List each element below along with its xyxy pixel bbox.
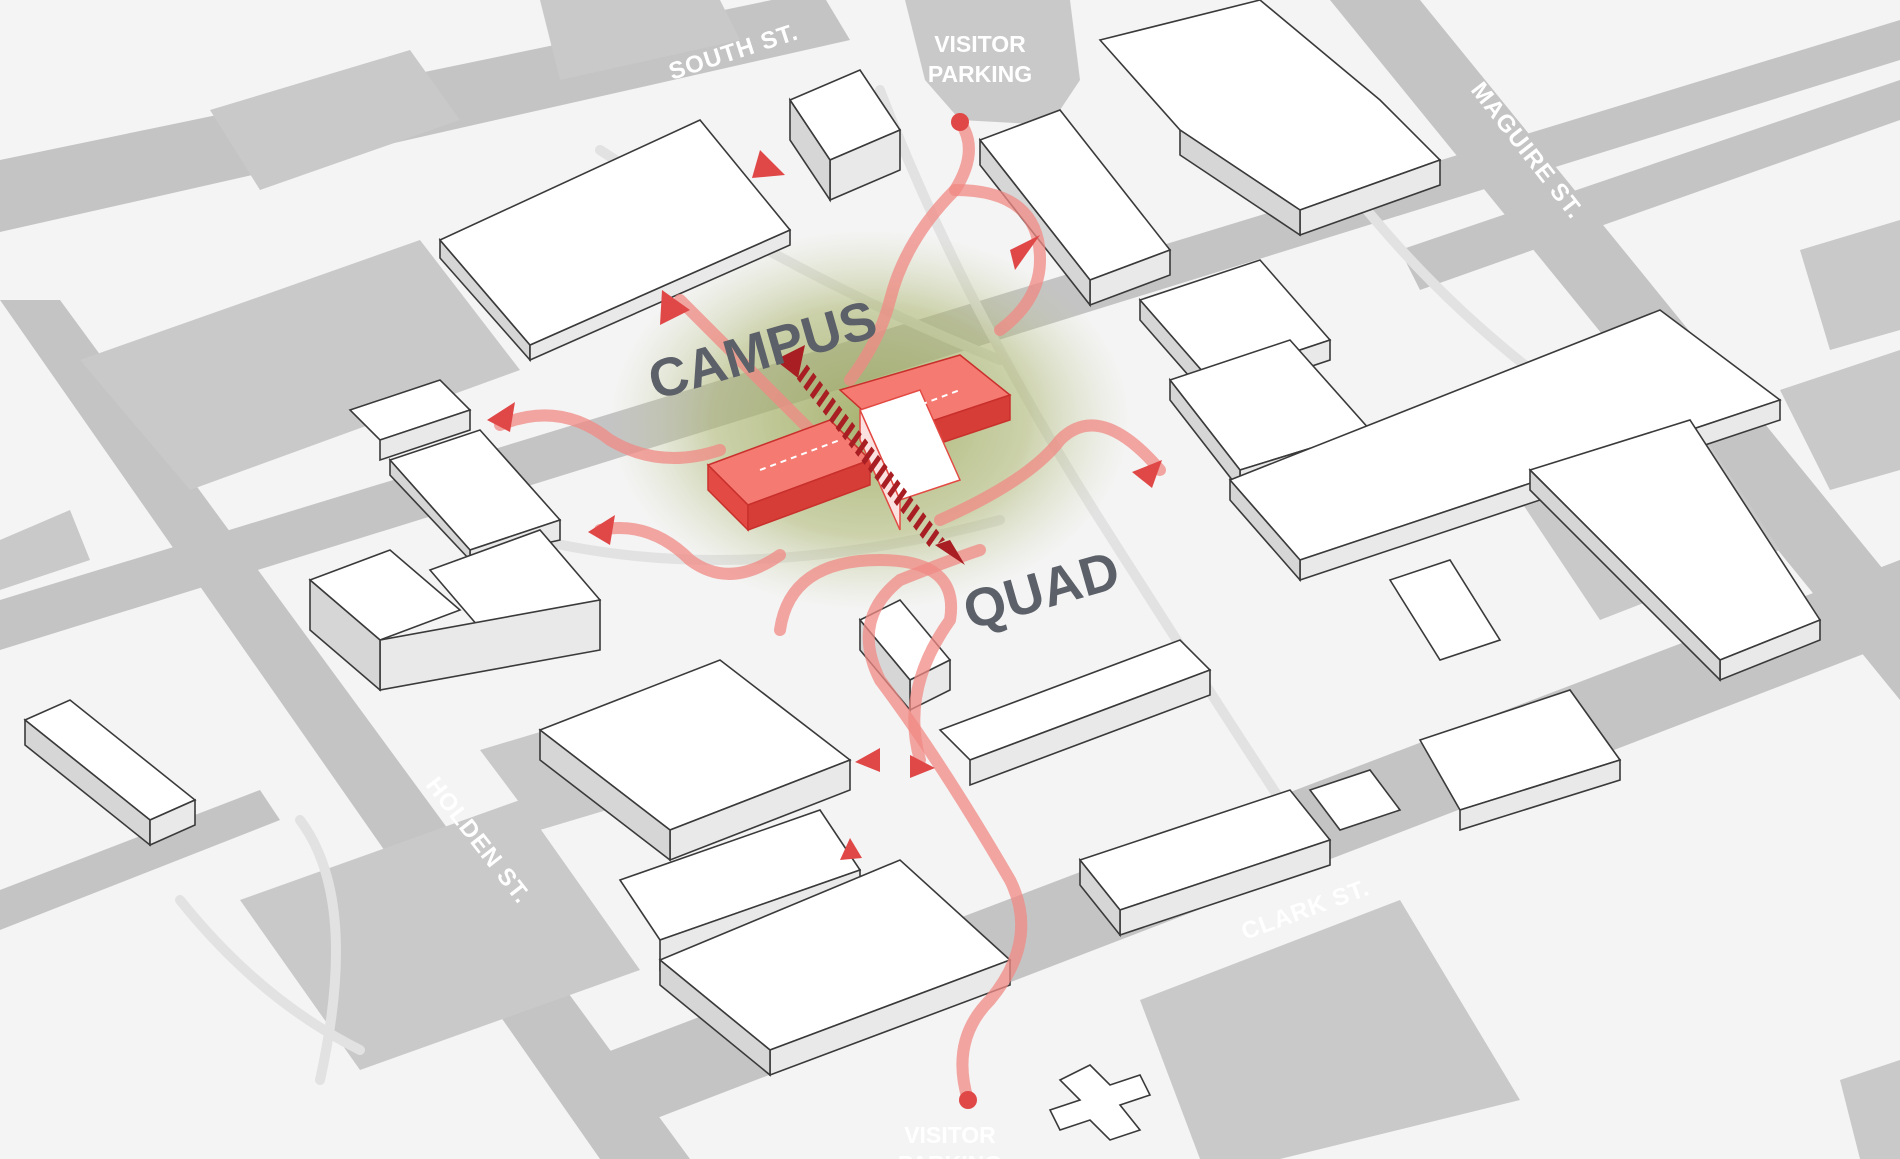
building-left-b xyxy=(308,529,602,692)
parking-label-bottom-2: PARKING xyxy=(898,1151,1002,1159)
building-upper-right xyxy=(1098,0,1442,237)
focus-dash-line-west xyxy=(759,439,841,471)
upper-right-road xyxy=(1400,80,1900,290)
focus-axis-arrow-south xyxy=(935,540,965,565)
path-west-upper xyxy=(494,409,726,464)
lot-left-large xyxy=(80,240,520,490)
lot-lower-right xyxy=(1140,900,1520,1159)
arrow-icon xyxy=(752,150,785,178)
building-upper-left xyxy=(438,119,792,363)
building-left-slab xyxy=(23,699,197,847)
circulation-paths xyxy=(494,116,1166,1106)
arrow-icon xyxy=(588,515,615,545)
building-right-bottom xyxy=(1388,559,1622,832)
arrow-icon xyxy=(660,290,690,325)
arrows xyxy=(487,150,1162,860)
building-bottom-left xyxy=(658,859,1012,1077)
focus-dash-line-east xyxy=(879,389,961,421)
lower-left-road xyxy=(0,790,280,930)
arrow-icon xyxy=(487,402,515,432)
focus-west-wing-side xyxy=(747,458,871,532)
lot-left-bottom xyxy=(240,800,640,1070)
building-south-block xyxy=(938,639,1402,938)
path-north-loop xyxy=(949,184,1046,336)
buildings xyxy=(23,0,1822,1141)
lot-left-strip xyxy=(0,510,90,590)
route-dot-icon xyxy=(959,1091,977,1109)
building-right-lower xyxy=(1528,419,1822,682)
parking-label-top-2: PARKING xyxy=(928,61,1032,87)
path-north xyxy=(844,116,975,386)
lot-far-right xyxy=(1800,220,1900,350)
parking-label-top-1: VISITOR xyxy=(934,31,1026,57)
lot-bottom-right xyxy=(1840,1060,1900,1159)
arrow-icon xyxy=(1010,235,1040,270)
building-top-cluster xyxy=(788,69,902,203)
parking-lot-top xyxy=(905,0,1080,125)
arrow-icon xyxy=(855,748,880,772)
focus-axis-hatch xyxy=(790,362,945,548)
focus-axis-arrow-north xyxy=(775,345,805,378)
path-south-loop xyxy=(774,554,958,766)
lot-far-right-b xyxy=(1780,350,1900,490)
path-east xyxy=(934,419,1166,526)
arrow-icon xyxy=(1132,460,1162,488)
building-cross xyxy=(1048,1064,1152,1141)
path-west-lower xyxy=(594,522,786,580)
parking-label-bottom-1: VISITOR xyxy=(904,1122,996,1148)
arrow-icon xyxy=(840,838,862,860)
focus-building xyxy=(706,345,1012,565)
lot-upper-left-b xyxy=(540,0,740,80)
path-diag-nw xyxy=(674,294,826,446)
path-south xyxy=(862,544,1028,1106)
route-dot-icon xyxy=(951,113,969,131)
arrow-icon xyxy=(910,755,935,778)
lot-upper-left-a xyxy=(210,50,460,190)
